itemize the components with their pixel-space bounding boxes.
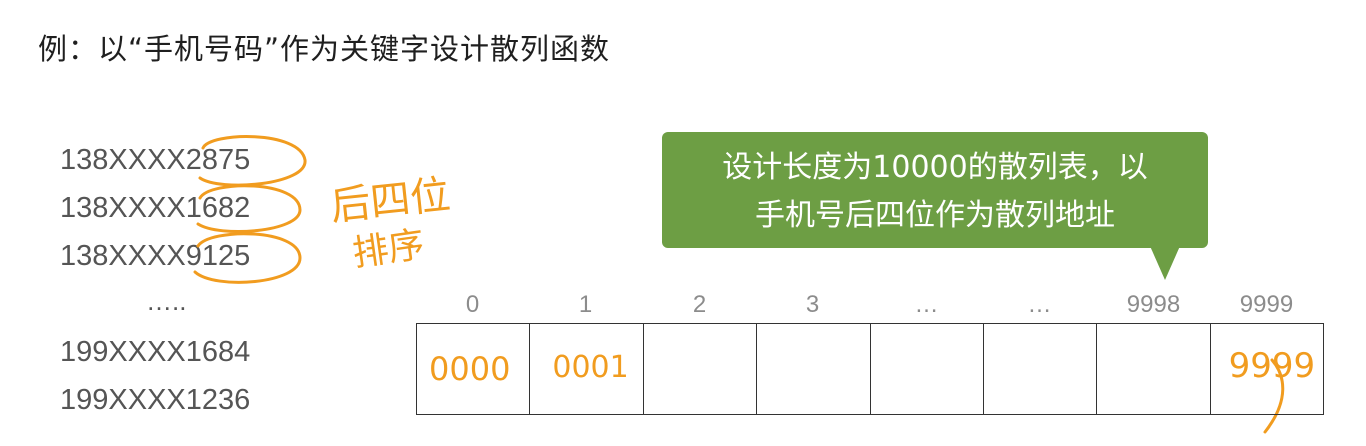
- index-label: 3: [805, 291, 820, 318]
- index-label: 9998: [1126, 291, 1181, 318]
- hash-cell: 0000: [417, 324, 531, 414]
- index-label: 9999: [1239, 291, 1294, 318]
- index-label: …: [1027, 291, 1052, 318]
- callout-pointer: [1150, 246, 1180, 280]
- callout-box: 设计长度为10000的散列表，以 手机号后四位作为散列地址: [662, 132, 1208, 248]
- hash-cell: [644, 324, 758, 414]
- index-label: 2: [692, 291, 707, 318]
- cell-value: 0000: [429, 350, 511, 388]
- phone-number: 138XXXX1682: [60, 192, 251, 224]
- hash-cell: [871, 324, 984, 414]
- index-label: 0: [465, 291, 480, 318]
- hash-cell: [757, 324, 871, 414]
- cell-value: 9999: [1228, 346, 1316, 386]
- hash-cell: 0001: [530, 324, 644, 414]
- index-label: …: [914, 291, 939, 318]
- cell-value: 0001: [552, 350, 629, 385]
- handwritten-note: 排序: [349, 224, 428, 275]
- phone-number: 199XXXX1684: [60, 336, 251, 368]
- phone-number: 138XXXX9125: [60, 240, 251, 272]
- slide-title: 例：以“手机号码”作为关键字设计散列函数: [38, 32, 611, 66]
- callout-line: 设计长度为10000的散列表，以: [722, 150, 1148, 185]
- index-label: 1: [578, 291, 593, 318]
- phone-number: 199XXXX1236: [60, 384, 251, 416]
- callout-line: 手机号后四位作为散列地址: [755, 198, 1115, 233]
- hash-table: 0000 0001 9999: [416, 323, 1324, 415]
- hash-cell: [984, 324, 1098, 414]
- hash-cell: 9999: [1211, 324, 1323, 414]
- ellipsis: …..: [146, 286, 187, 316]
- hash-cell: [1097, 324, 1211, 414]
- phone-number: 138XXXX2875: [60, 144, 251, 176]
